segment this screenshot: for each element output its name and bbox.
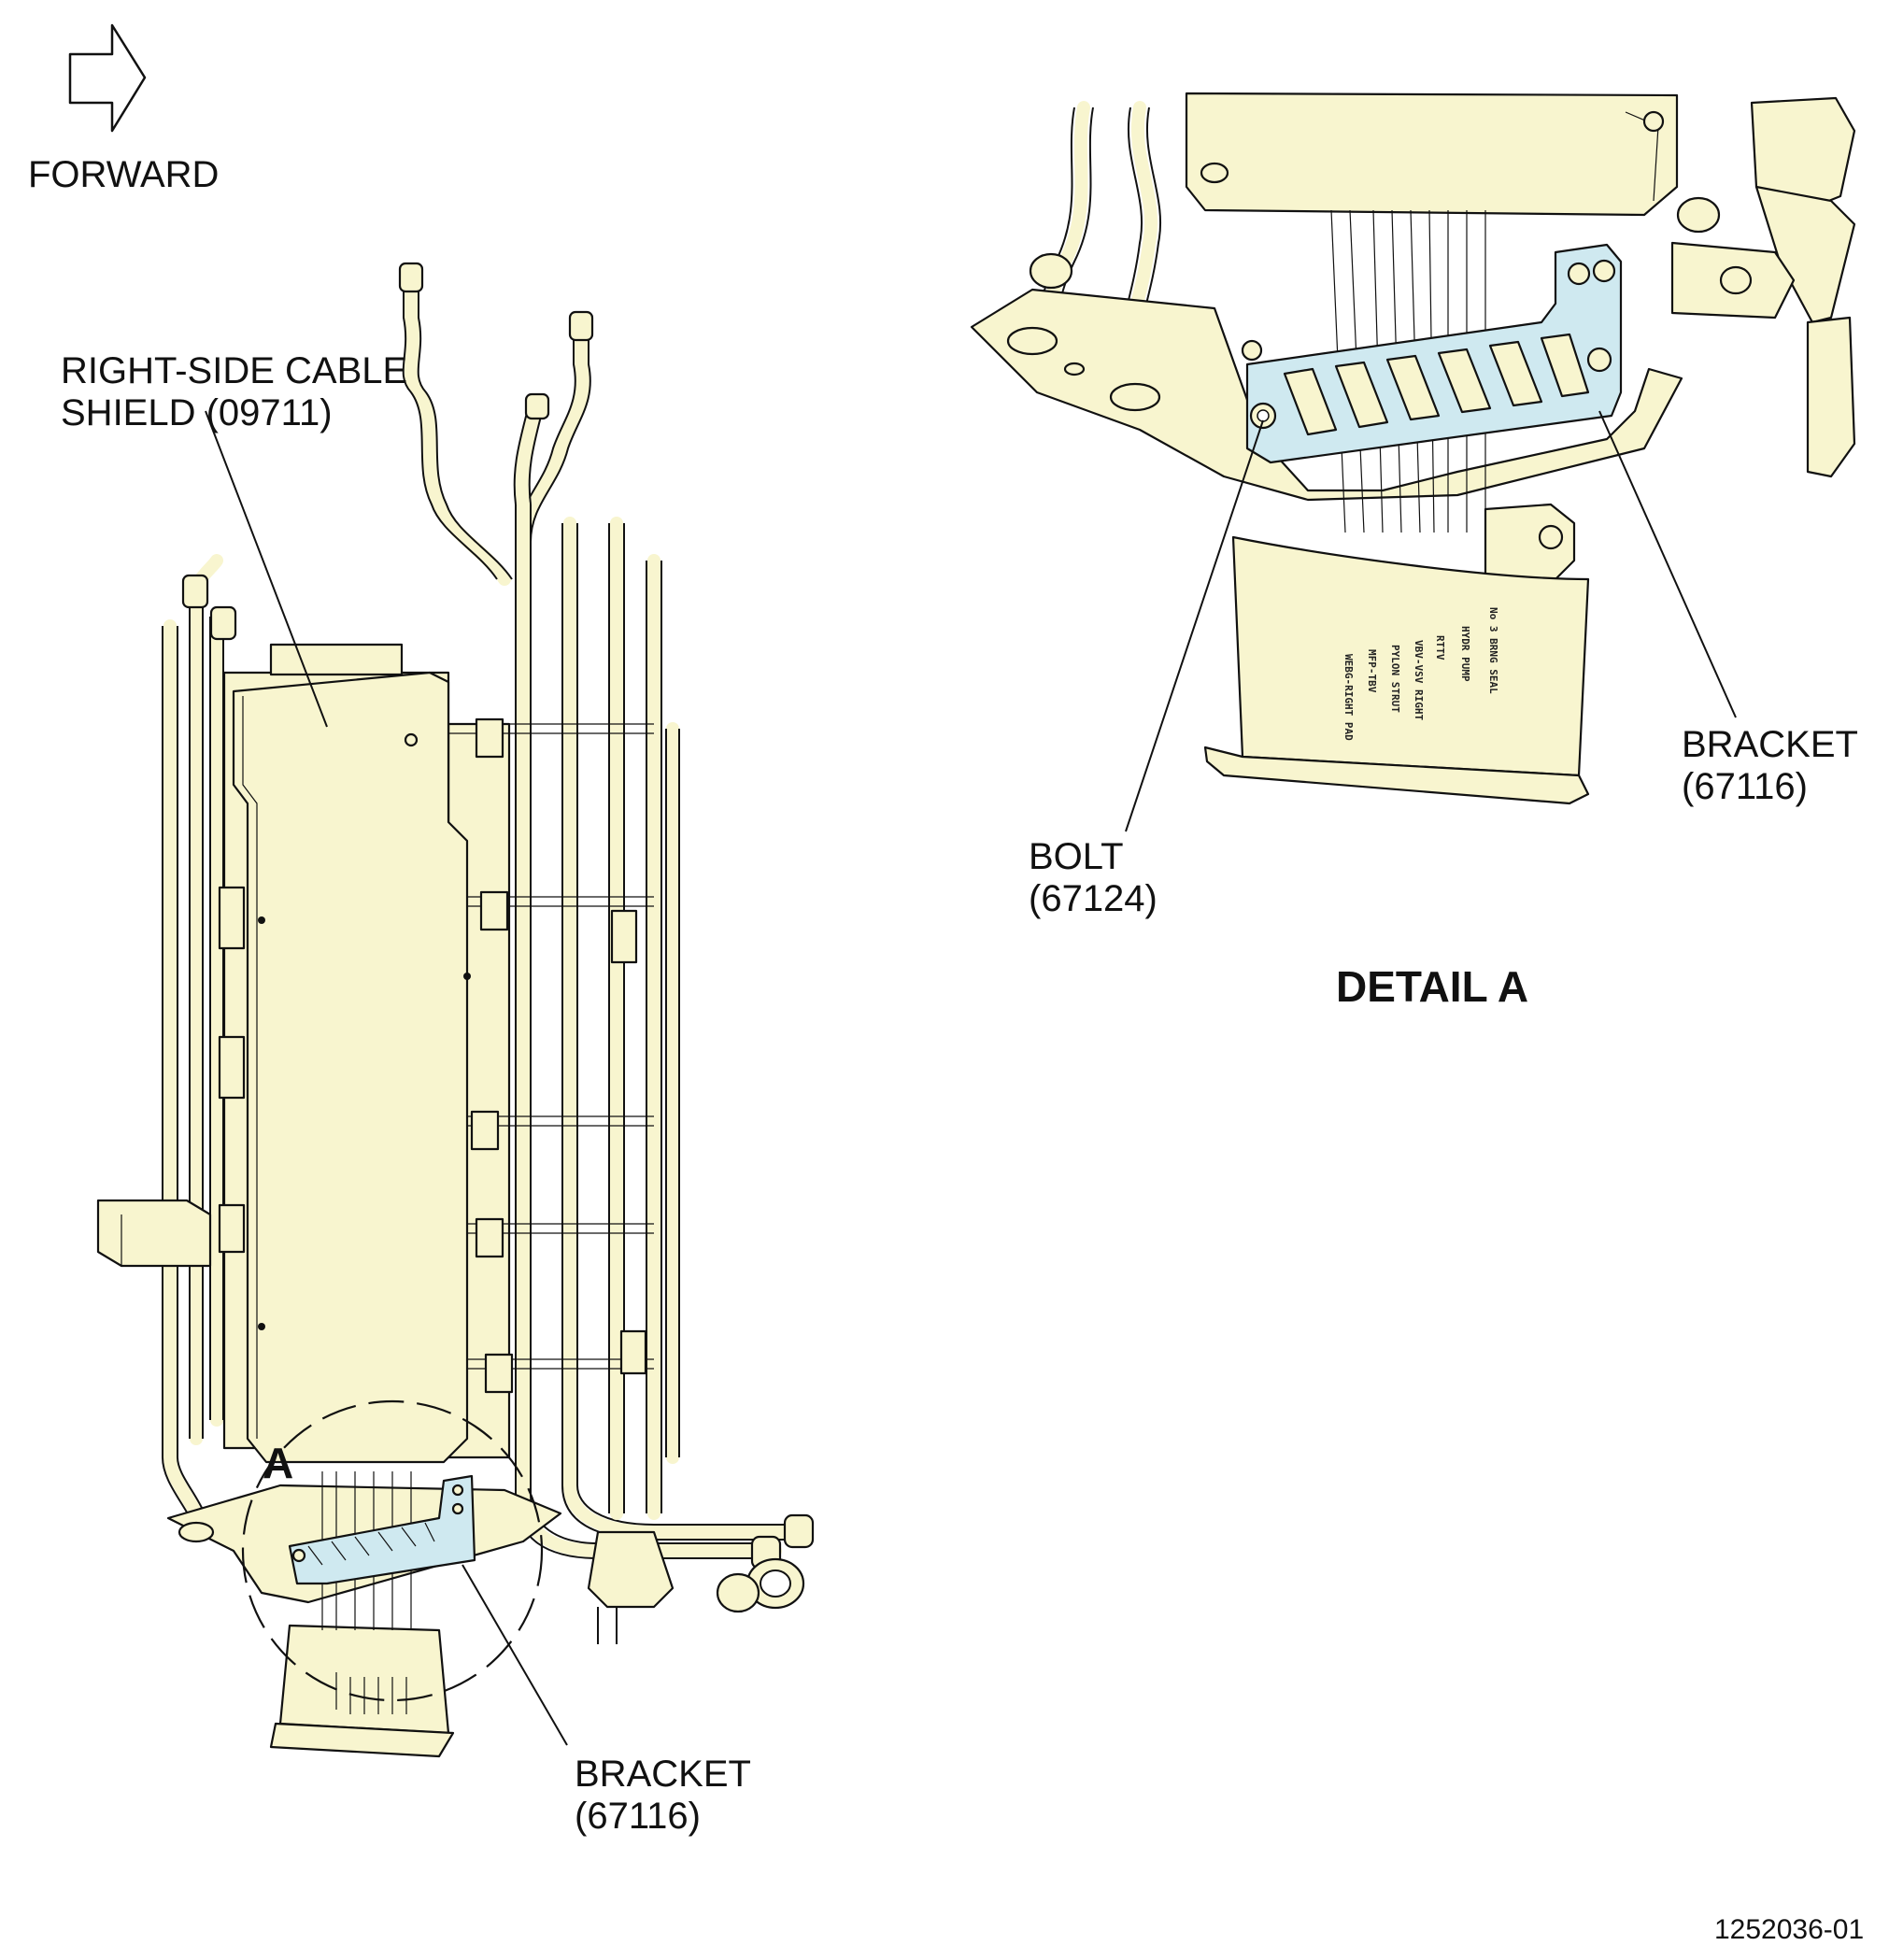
upper-tubes	[398, 262, 594, 586]
bracket-leader-detail	[1598, 410, 1737, 718]
forward-label: FORWARD	[28, 154, 219, 195]
plate-label-2: HYDR PUMP	[1459, 626, 1471, 682]
lower-shroud-lines	[335, 1672, 407, 1714]
detail-a-view	[970, 92, 1856, 832]
bracket-label-detail-line1: BRACKET	[1682, 724, 1858, 765]
bracket-detail-view	[1245, 243, 1623, 464]
right-tube-bundle	[515, 498, 680, 1559]
detail-a-title: DETAIL A	[1336, 962, 1528, 1011]
bolt-leader	[1125, 419, 1264, 832]
bolt-label-line1: BOLT	[1029, 836, 1124, 877]
detail-a-circle	[241, 1399, 544, 1702]
bolt-label-line2: (67124)	[1029, 878, 1158, 919]
plate-label-4: VBV-VSV RIGHT	[1413, 640, 1425, 720]
plate-label-6: MFP-TBV	[1366, 649, 1378, 693]
bracket-label-main-line2: (67116)	[575, 1796, 701, 1837]
cross-straps	[218, 717, 654, 1394]
forward-arrow-icon	[68, 23, 147, 133]
bracket-clips-main	[291, 1484, 464, 1566]
shield-leader	[205, 410, 328, 728]
main-assembly-view: A	[96, 262, 815, 1758]
bracket-clips-detail	[1241, 259, 1616, 436]
bracket-label-detail-line2: (67116)	[1682, 766, 1808, 807]
shield-label-line1: RIGHT-SIDE CABLE	[61, 350, 407, 391]
plate-label-7: WEBG-RIGHT PAD	[1342, 654, 1355, 741]
figure-number: 1252036-01	[1714, 1914, 1864, 1945]
bracket-main-view	[288, 1474, 476, 1585]
shield-label-line2: SHIELD (09711)	[61, 392, 333, 433]
detail-shroud-lip	[1203, 746, 1590, 805]
detail-a-marker: A	[263, 1439, 293, 1487]
detail-lower-shroud	[1231, 535, 1590, 777]
bracket-leader-main	[462, 1564, 568, 1746]
plate-label-3: RTTV	[1434, 635, 1446, 660]
lower-fittings	[587, 1513, 815, 1644]
plate-label-5: PYLON STRUT	[1389, 645, 1401, 713]
right-side-cable-shield	[232, 671, 469, 1464]
plate-labels: No 3 BRNG SEAL HYDR PUMP RTTV VBV-VSV RI…	[1342, 607, 1499, 741]
bracket-label-main-line1: BRACKET	[575, 1754, 751, 1795]
plate-label-1: No 3 BRNG SEAL	[1487, 607, 1499, 694]
